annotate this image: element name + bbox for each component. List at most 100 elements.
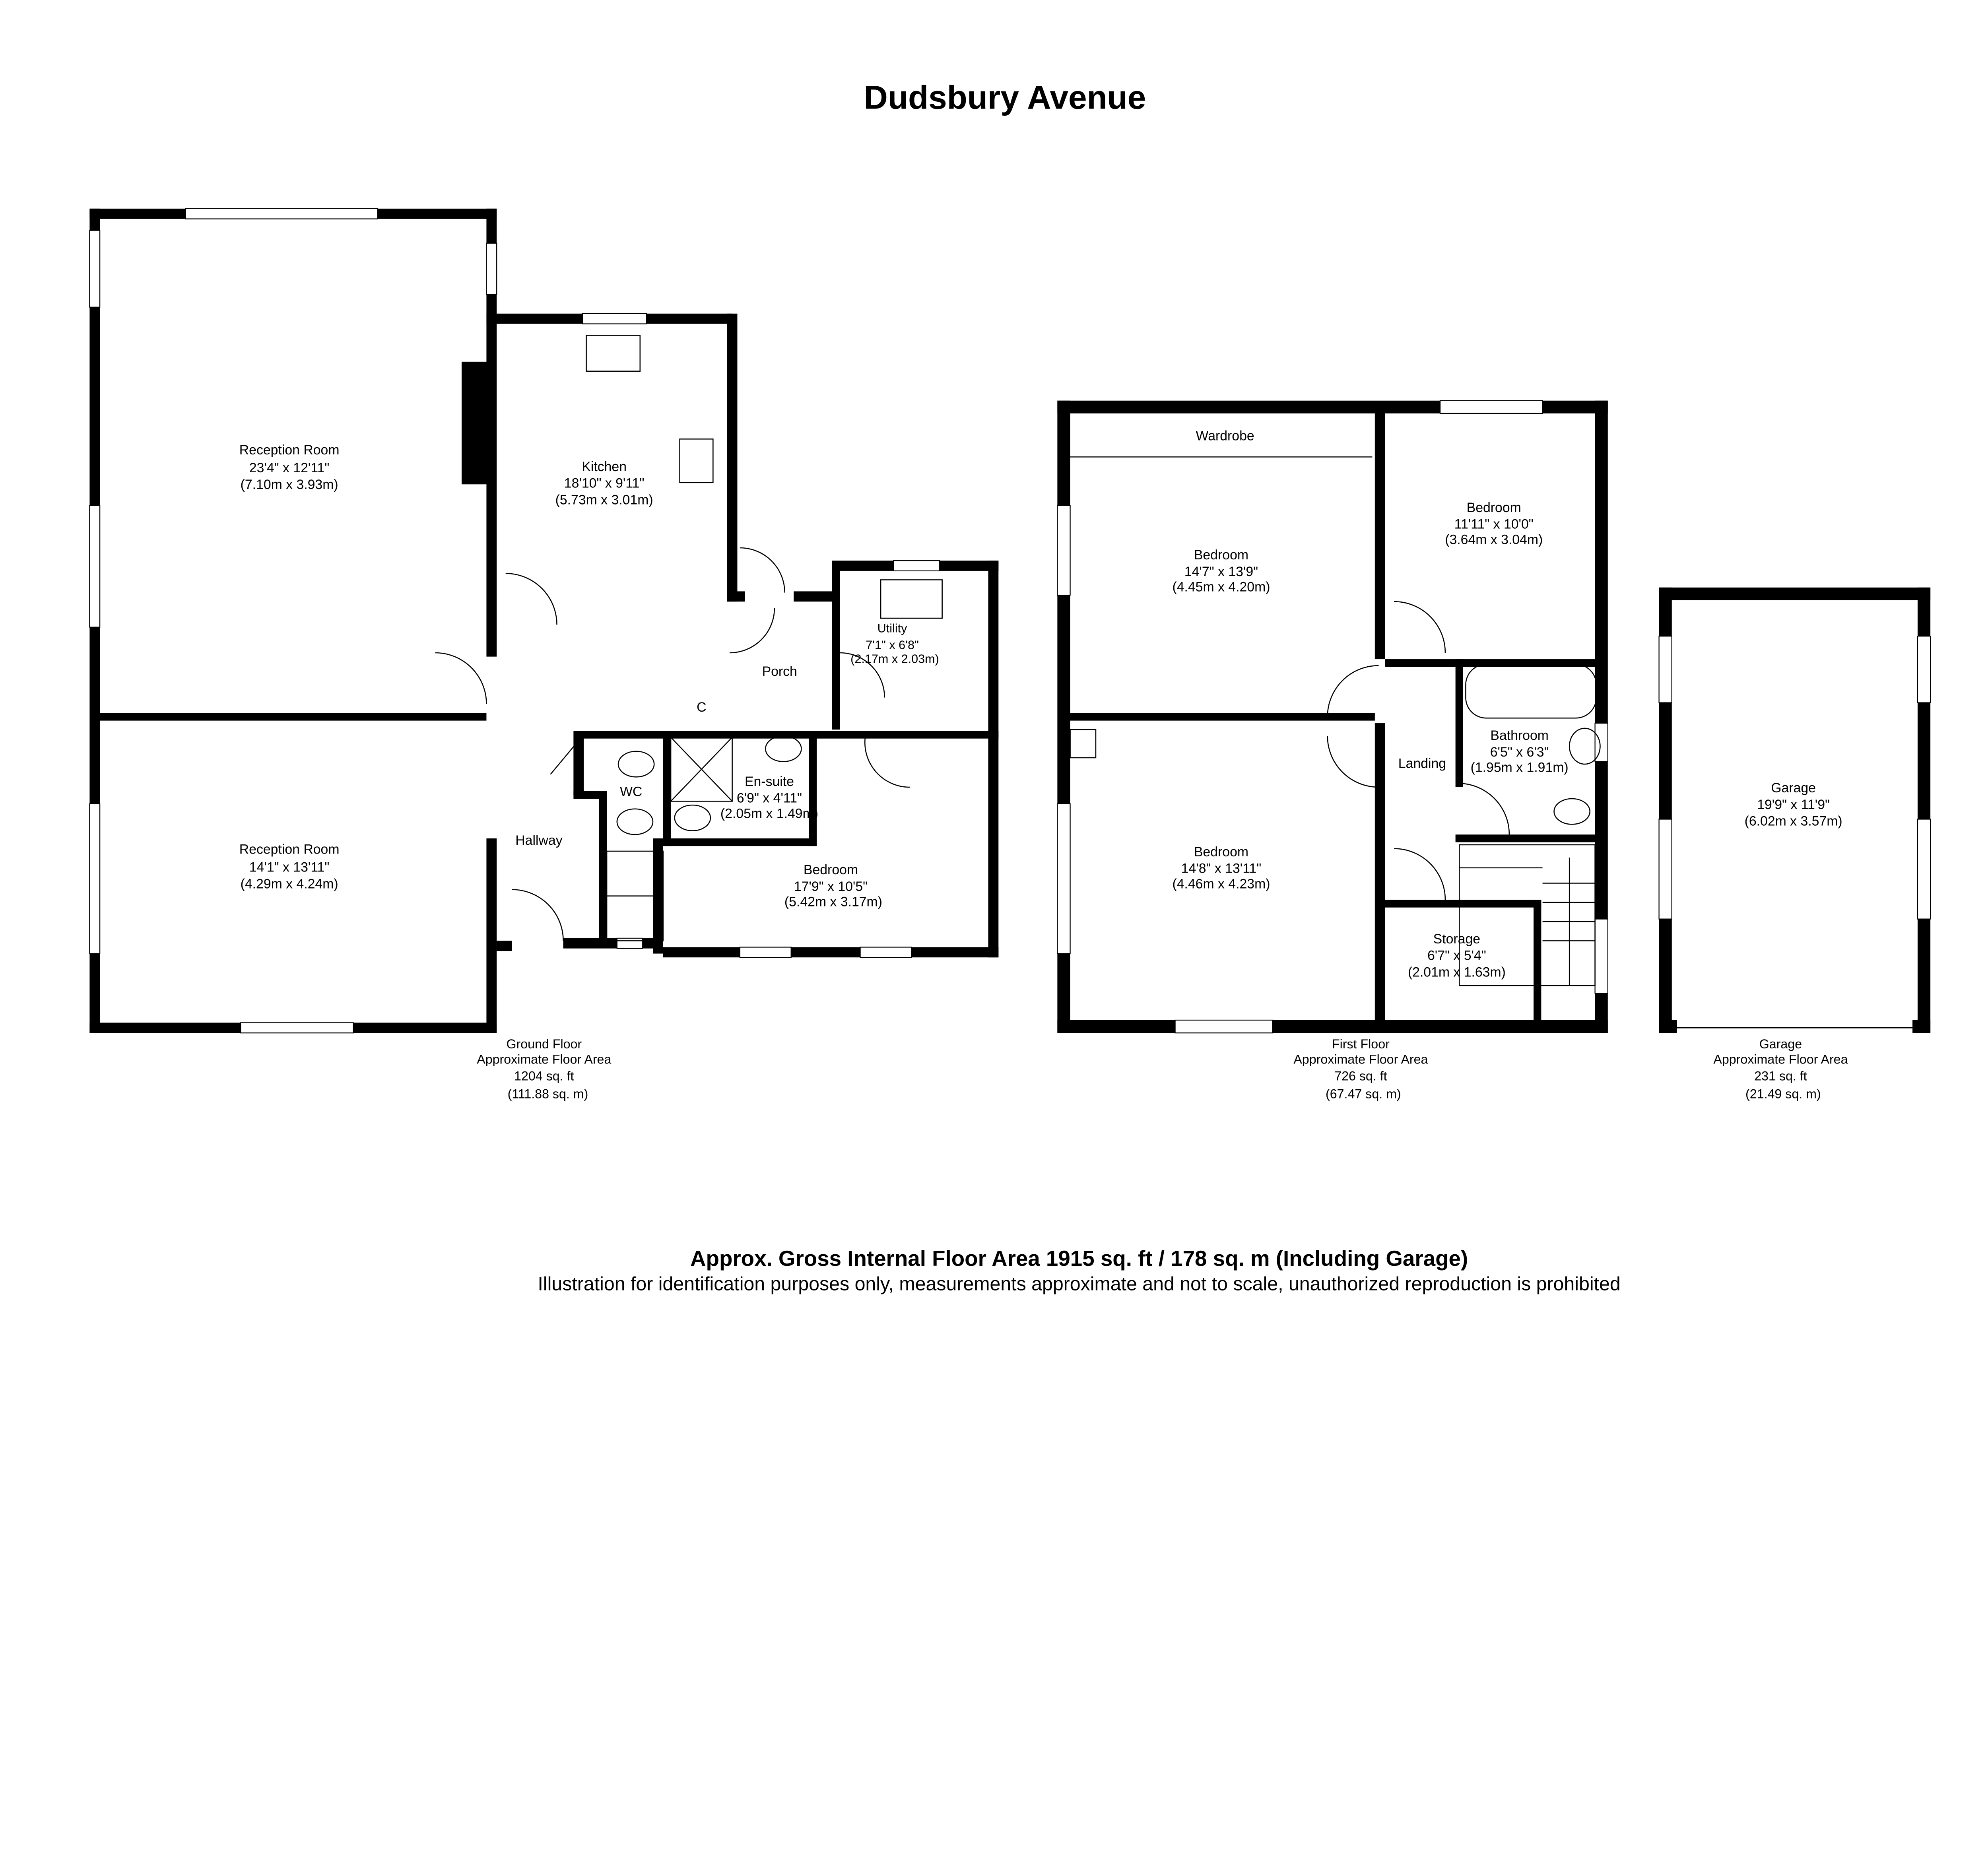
wall: [1385, 659, 1600, 667]
room-dimensions-metric: (3.64m x 3.04m): [1445, 532, 1543, 547]
room-bathroom: Bathroom 6'5" x 6'3" (1.95m x 1.91m): [1471, 728, 1569, 775]
room-dimensions-metric: (4.45m x 4.20m): [1172, 579, 1270, 594]
window: [1594, 918, 1608, 994]
room-label: En-suite: [745, 774, 794, 789]
room-dimensions-metric: (5.42m x 3.17m): [784, 894, 882, 909]
room-porch: Porch: [762, 664, 797, 679]
wall: [1375, 409, 1385, 660]
floor-caption: Approximate Floor Area: [477, 1052, 611, 1066]
wall: [486, 838, 497, 1033]
room-kitchen: Kitchen 18'10" x 9'11" (5.73m x 3.01m): [555, 459, 653, 508]
bath-icon: [1465, 664, 1597, 719]
window: [739, 947, 792, 958]
wall: [563, 938, 663, 949]
window: [1917, 819, 1931, 920]
floor-caption: Approximate Floor Area: [1293, 1052, 1428, 1066]
wall: [794, 591, 832, 602]
room-dimensions-imperial: 17'9" x 10'5": [794, 879, 868, 894]
room-dimensions-metric: (6.02m x 3.57m): [1745, 814, 1842, 829]
room-bedroom-3: Bedroom 14'8" x 13'11" (4.46m x 4.23m): [1172, 844, 1270, 891]
garage-caption: Garage Approximate Floor Area 231 sq. ft…: [1713, 1037, 1848, 1101]
room-label: Bedroom: [804, 862, 858, 877]
room-dimensions-imperial: 6'9" x 4'11": [737, 791, 802, 806]
wall: [1375, 723, 1385, 1020]
window: [582, 313, 647, 324]
fireplace-icon: [461, 361, 487, 485]
floor-area-sqft: 231 sq. ft: [1754, 1069, 1807, 1083]
wall: [1455, 659, 1463, 788]
room-label: Bedroom: [1194, 547, 1248, 563]
room-dimensions-imperial: 23'4" x 12'11": [249, 460, 330, 475]
room-landing: Landing: [1398, 756, 1446, 771]
room-cupboard: C: [697, 700, 706, 715]
wall: [1912, 1020, 1931, 1033]
room-dimensions-imperial: 18'10" x 9'11": [564, 476, 645, 491]
wall: [1659, 1020, 1677, 1033]
toilet-icon: [617, 751, 655, 778]
first-floor-caption: First Floor Approximate Floor Area 726 s…: [1293, 1037, 1428, 1101]
room-wardrobe: Wardrobe: [1196, 429, 1254, 444]
floor-area-sqm: (21.49 sq. m): [1745, 1087, 1821, 1101]
ground-floor-caption: Ground Floor Approximate Floor Area 1204…: [477, 1037, 611, 1101]
window: [1175, 1019, 1273, 1034]
room-garage: Garage 19'9" x 11'9" (6.02m x 3.57m): [1745, 780, 1842, 829]
toilet-icon: [1553, 798, 1590, 825]
room-wc: WC: [620, 784, 642, 799]
window: [1658, 819, 1672, 920]
basin-icon: [765, 735, 802, 762]
wall: [663, 838, 817, 846]
shower-tray-icon: [670, 737, 733, 802]
wall: [727, 313, 738, 602]
window: [1057, 505, 1071, 596]
wall: [582, 731, 999, 739]
room-dimensions-imperial: 14'8" x 13'11": [1181, 861, 1262, 876]
wall: [1057, 1020, 1608, 1033]
wall: [573, 791, 607, 799]
room-dimensions-imperial: 6'5" x 6'3": [1490, 745, 1549, 760]
toilet-icon: [674, 804, 711, 831]
room-reception-2: Reception Room 14'1" x 13'11" (4.29m x 4…: [239, 842, 340, 891]
room-dimensions-metric: (5.73m x 3.01m): [555, 493, 653, 508]
disclaimer: Illustration for identification purposes…: [538, 1273, 1621, 1294]
floor-name: Ground Floor: [507, 1037, 582, 1051]
window: [89, 505, 101, 628]
room-label: Storage: [1433, 931, 1480, 947]
room-label: Bathroom: [1490, 728, 1549, 743]
room-dimensions-metric: (2.01m x 1.63m): [1408, 965, 1506, 980]
wall: [100, 713, 487, 721]
window: [89, 230, 101, 308]
room-dimensions-metric: (4.29m x 4.24m): [241, 876, 338, 891]
floor-caption: Approximate Floor Area: [1713, 1052, 1848, 1066]
gross-area-total: Approx. Gross Internal Floor Area 1915 s…: [690, 1246, 1468, 1271]
basin-icon: [1569, 728, 1601, 765]
stairs-icon: [606, 844, 1596, 986]
window: [486, 243, 497, 295]
page-title: Dudsbury Avenue: [864, 79, 1146, 116]
room-bedroom-ground: Bedroom 17'9" x 10'5" (5.42m x 3.17m): [784, 862, 882, 909]
window: [616, 937, 643, 949]
room-bedroom-2: Bedroom 11'11" x 10'0" (3.64m x 3.04m): [1445, 500, 1543, 547]
floor-area-sqm: (111.88 sq. m): [508, 1087, 588, 1101]
room-dimensions-metric: (2.05m x 1.49m): [720, 806, 818, 821]
utility-sink-icon: [880, 579, 943, 619]
room-dimensions-metric: (2.17m x 2.03m): [850, 652, 939, 666]
floor-name: First Floor: [1332, 1037, 1390, 1051]
room-label: Bedroom: [1194, 844, 1248, 860]
fixtures: [435, 335, 1913, 1028]
hob-icon: [679, 439, 714, 483]
window: [1658, 635, 1672, 703]
room-ensuite: En-suite 6'9" x 4'11" (2.05m x 1.49m): [720, 774, 818, 821]
window: [240, 1022, 354, 1034]
walls: [89, 208, 1931, 1033]
window: [893, 560, 940, 572]
room-dimensions-metric: (7.10m x 3.93m): [241, 477, 338, 492]
room-dimensions-imperial: 11'11" x 10'0": [1454, 517, 1534, 532]
wall: [1659, 587, 1931, 600]
windows: [89, 208, 1931, 1034]
window: [1917, 635, 1931, 703]
wall: [663, 947, 999, 958]
wall: [988, 561, 999, 958]
basin-icon: [616, 808, 654, 835]
room-storage: Storage 6'7" x 5'4" (2.01m x 1.63m): [1408, 931, 1506, 980]
wall: [832, 569, 840, 730]
